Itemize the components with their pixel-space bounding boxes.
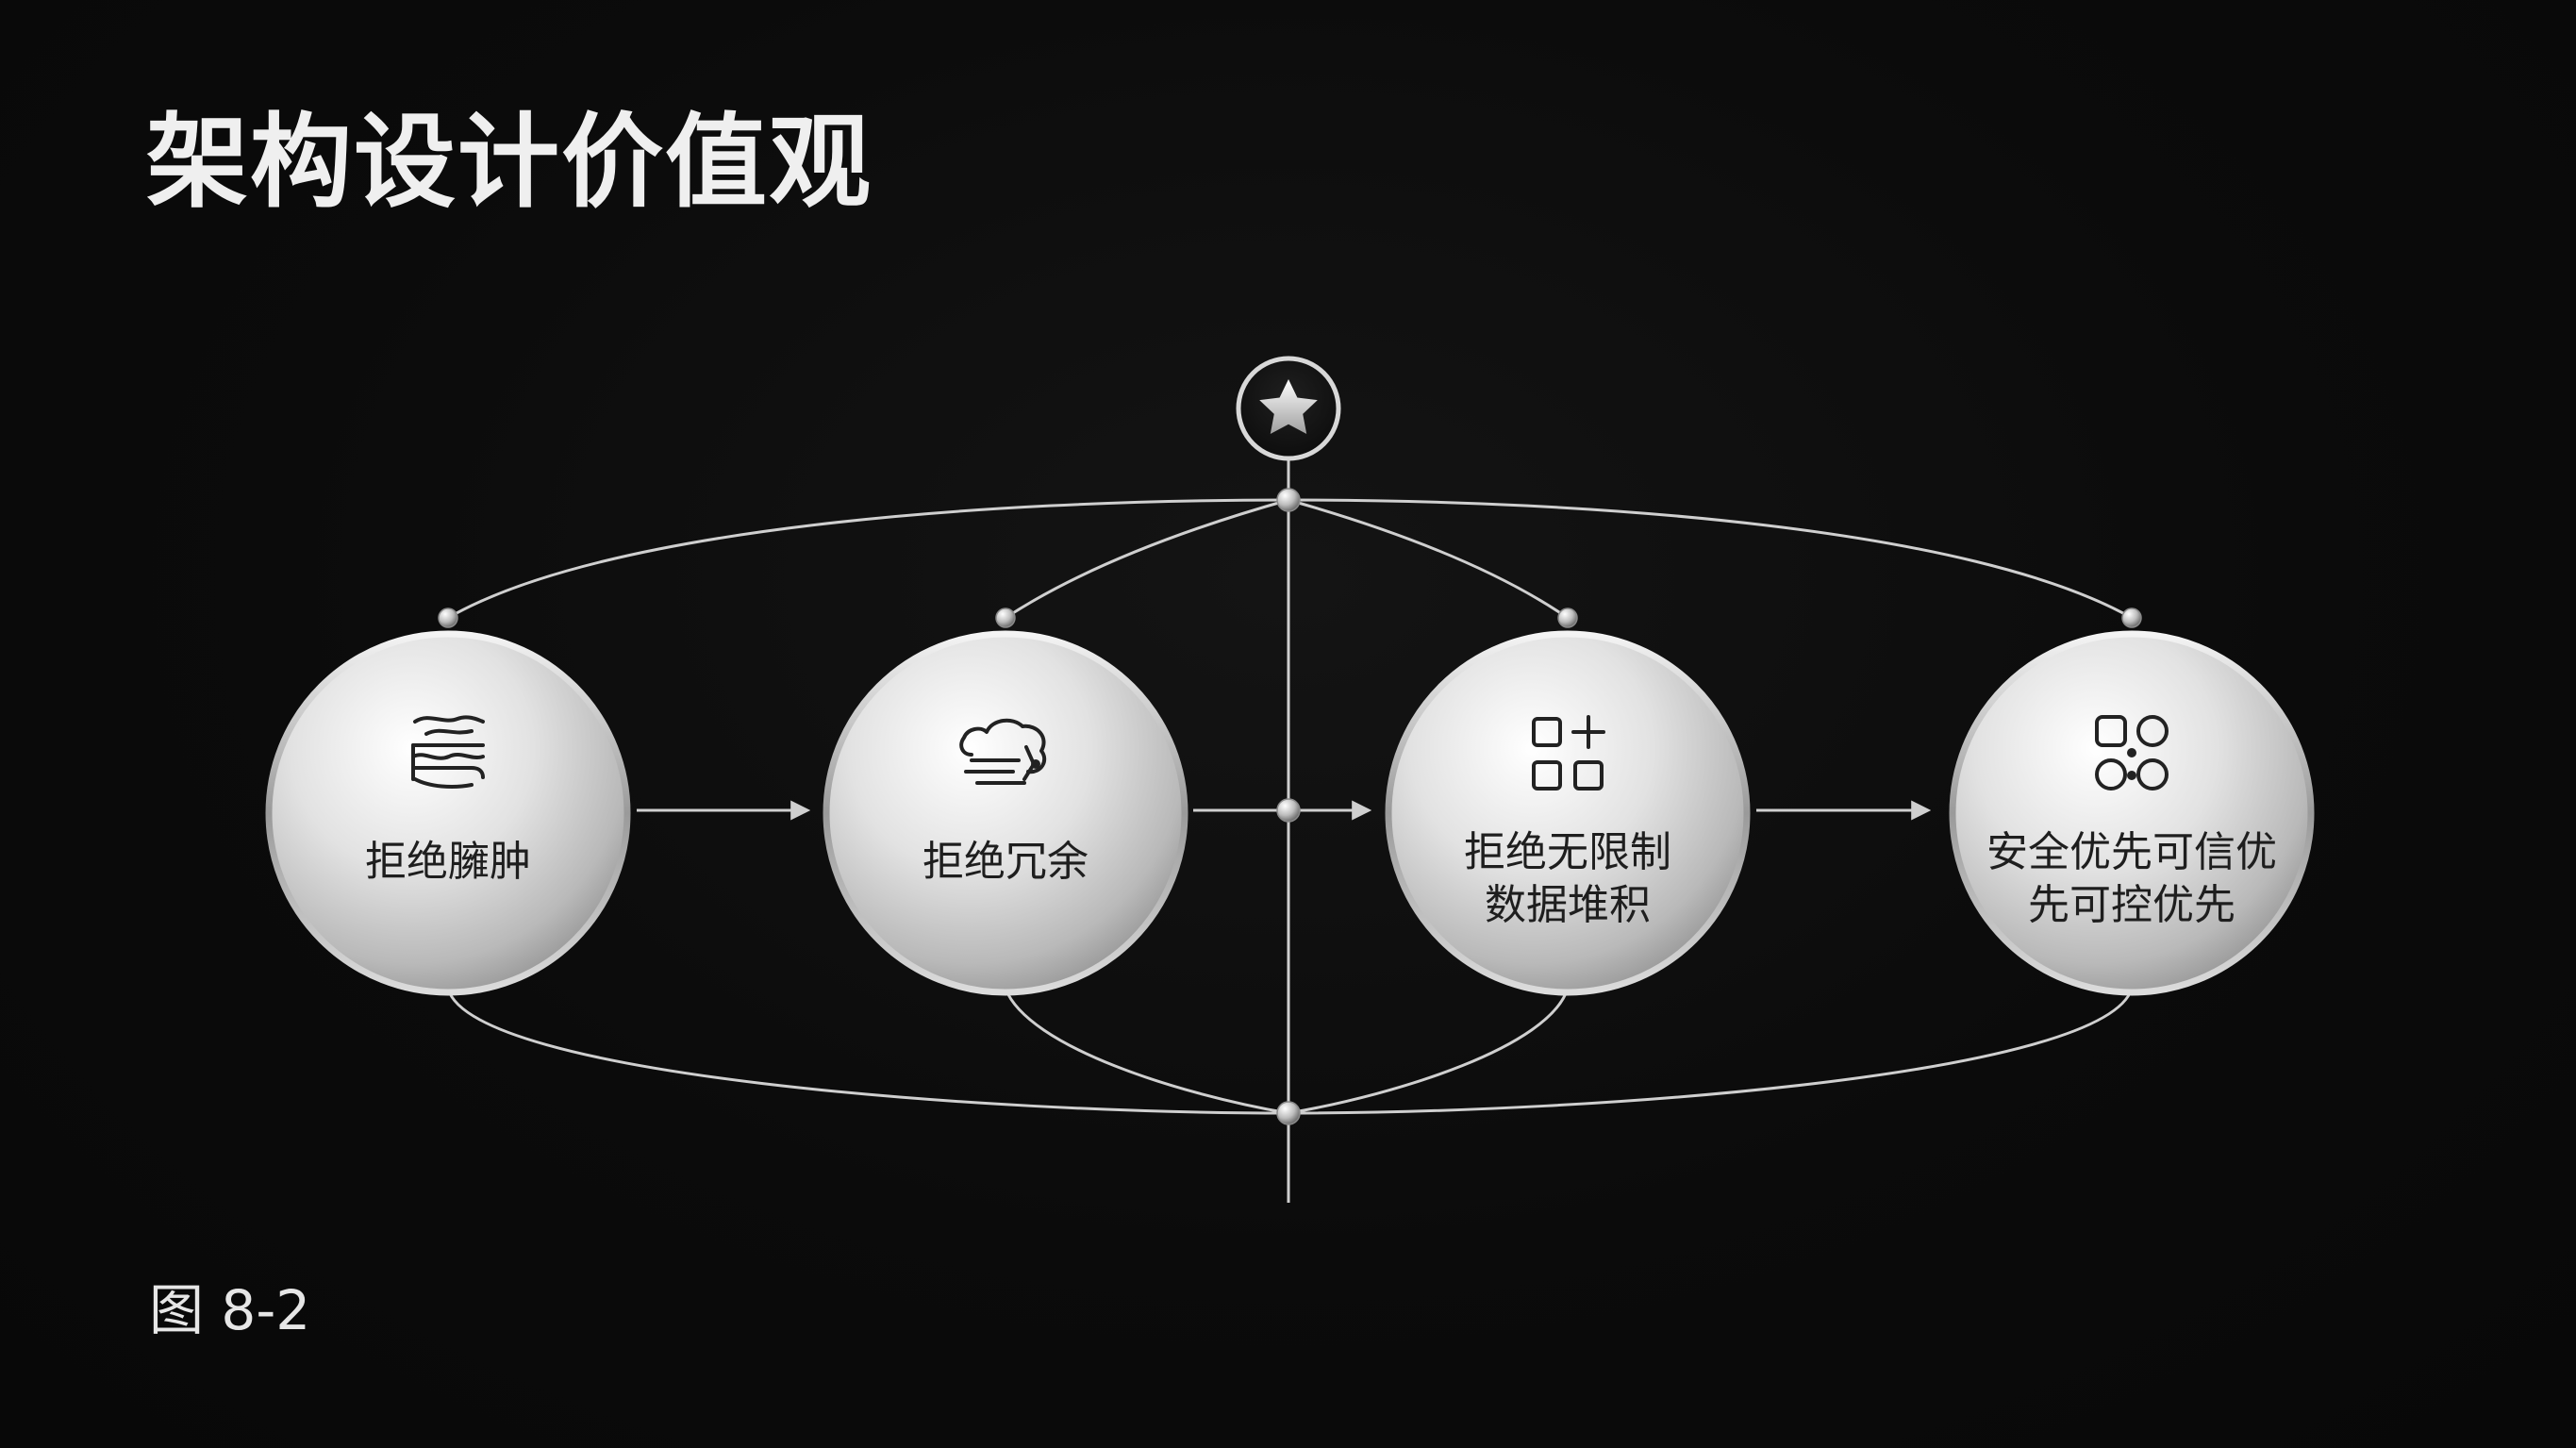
junction-bead-center xyxy=(1276,798,1301,823)
node-1-label: 拒绝臃肿 xyxy=(365,838,531,886)
junction-beads xyxy=(438,488,2142,1125)
cloud-stack-icon xyxy=(959,718,1047,785)
node-4: 安全优先可信优 先可控优先 xyxy=(1949,630,2315,996)
node-4-label-line-2: 先可控优先 xyxy=(2028,881,2235,929)
junction-bead-bottom xyxy=(1276,1101,1301,1125)
node-3: 拒绝无限制 数据堆积 xyxy=(1385,630,1751,996)
add-grid-icon xyxy=(1532,715,1605,791)
node-2-label: 拒绝冗余 xyxy=(922,838,1089,886)
junction-bead-top xyxy=(1276,488,1301,512)
node-bead-2 xyxy=(995,607,1016,628)
node-bead-3 xyxy=(1557,607,1578,628)
slim-layers-icon xyxy=(411,715,485,789)
connector-lines xyxy=(446,443,2134,1203)
star-badge xyxy=(1236,356,1341,461)
node-4-label-line-1: 安全优先可信优 xyxy=(1986,828,2277,876)
node-3-label-line-1: 拒绝无限制 xyxy=(1464,828,1671,876)
star-icon xyxy=(1259,379,1318,434)
node-bead-4 xyxy=(2121,607,2142,628)
inner-bottom-arc-left xyxy=(1004,988,1289,1115)
inner-bottom-arc-right xyxy=(1288,988,1570,1115)
inner-top-arc-right xyxy=(1288,498,1569,620)
inner-top-arc-left xyxy=(1005,498,1289,620)
node-2: 拒绝冗余 xyxy=(823,630,1188,996)
page-title: 架构设计价值观 xyxy=(146,104,873,222)
node-bead-1 xyxy=(438,607,458,628)
node-3-label-line-2: 数据堆积 xyxy=(1485,881,1651,929)
figure-caption: 图 8-2 xyxy=(149,1278,311,1342)
node-1: 拒绝臃肿 xyxy=(265,630,631,996)
apps-grid-icon xyxy=(2095,715,2169,791)
